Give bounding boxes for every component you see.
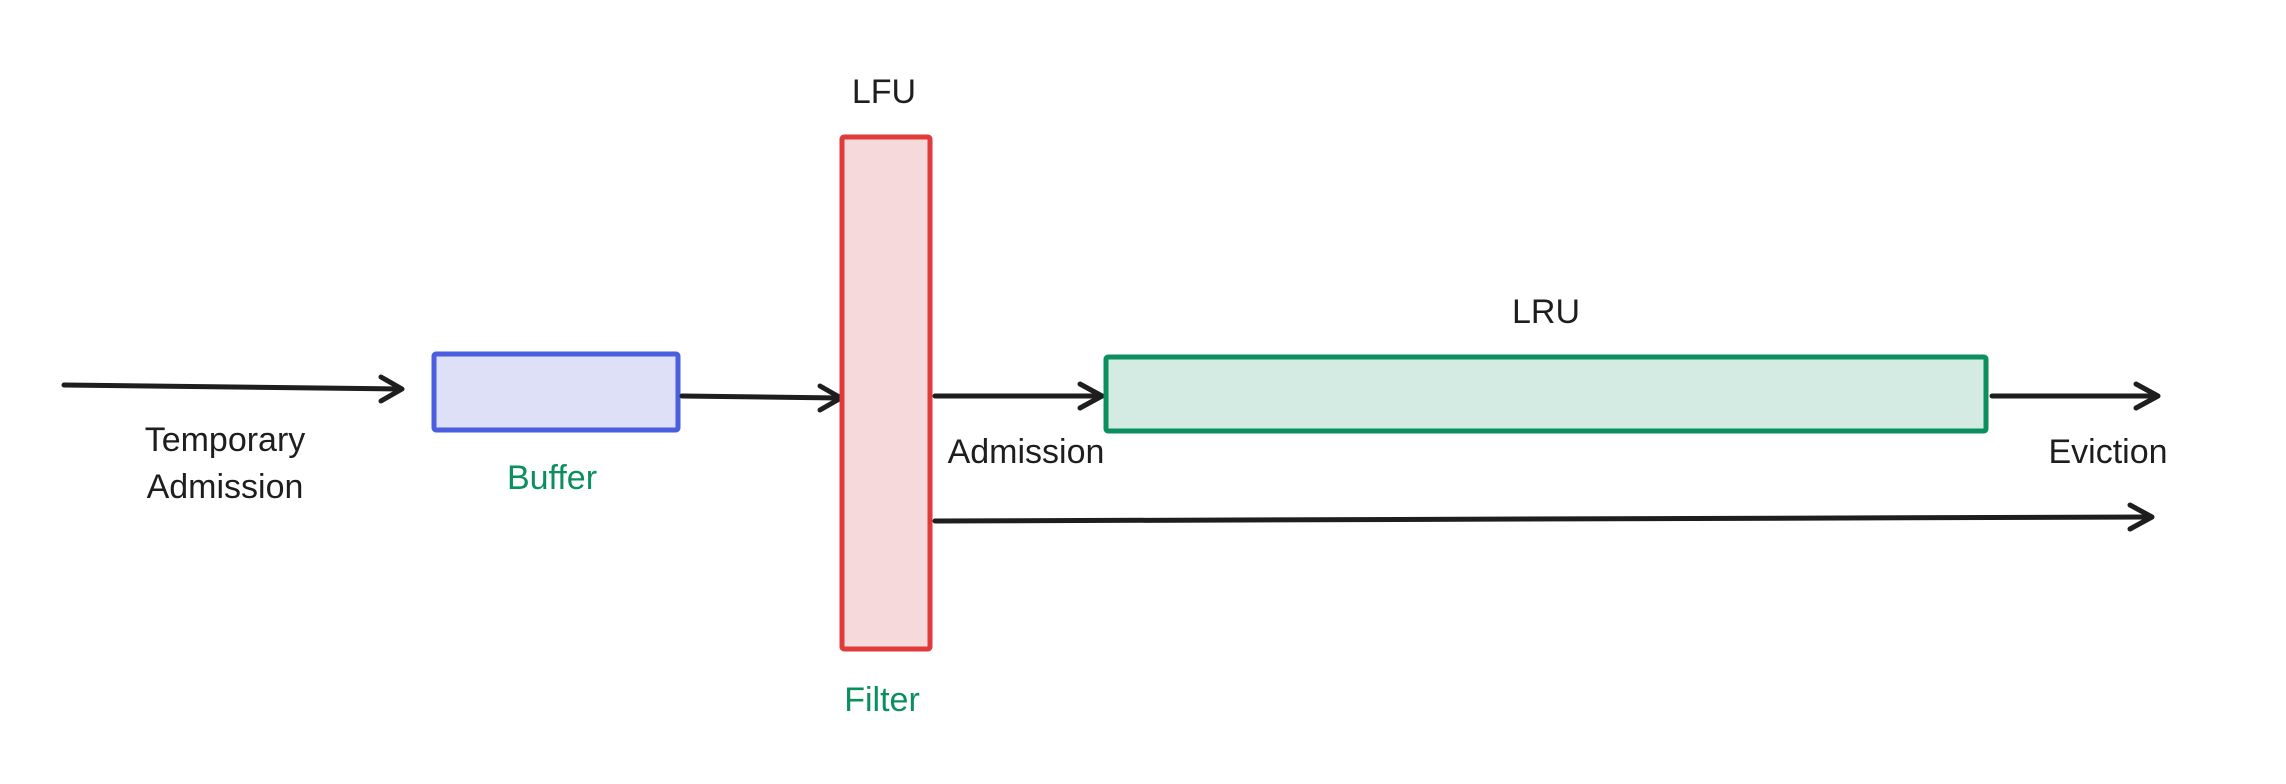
buffer-label: Buffer	[507, 459, 597, 497]
arrow-filter-to-lru	[932, 381, 1105, 411]
arrow-input-to-buffer	[61, 374, 405, 404]
arrow-buffer-to-filter	[679, 383, 844, 413]
temporary-admission-label-line1: Temporary	[145, 421, 306, 459]
arrow-filter-bypass	[932, 502, 2155, 532]
buffer-box	[431, 351, 681, 433]
admission-label: Admission	[948, 433, 1105, 471]
temporary-admission-label-line2: Admission	[147, 468, 304, 506]
lfu-filter-box	[839, 134, 933, 652]
eviction-label: Eviction	[2048, 433, 2167, 471]
lru-box	[1103, 354, 1989, 434]
filter-label: Filter	[844, 681, 920, 719]
arrow-lru-to-eviction	[1989, 381, 2161, 411]
lru-label: LRU	[1512, 293, 1580, 331]
lfu-label: LFU	[852, 73, 916, 111]
